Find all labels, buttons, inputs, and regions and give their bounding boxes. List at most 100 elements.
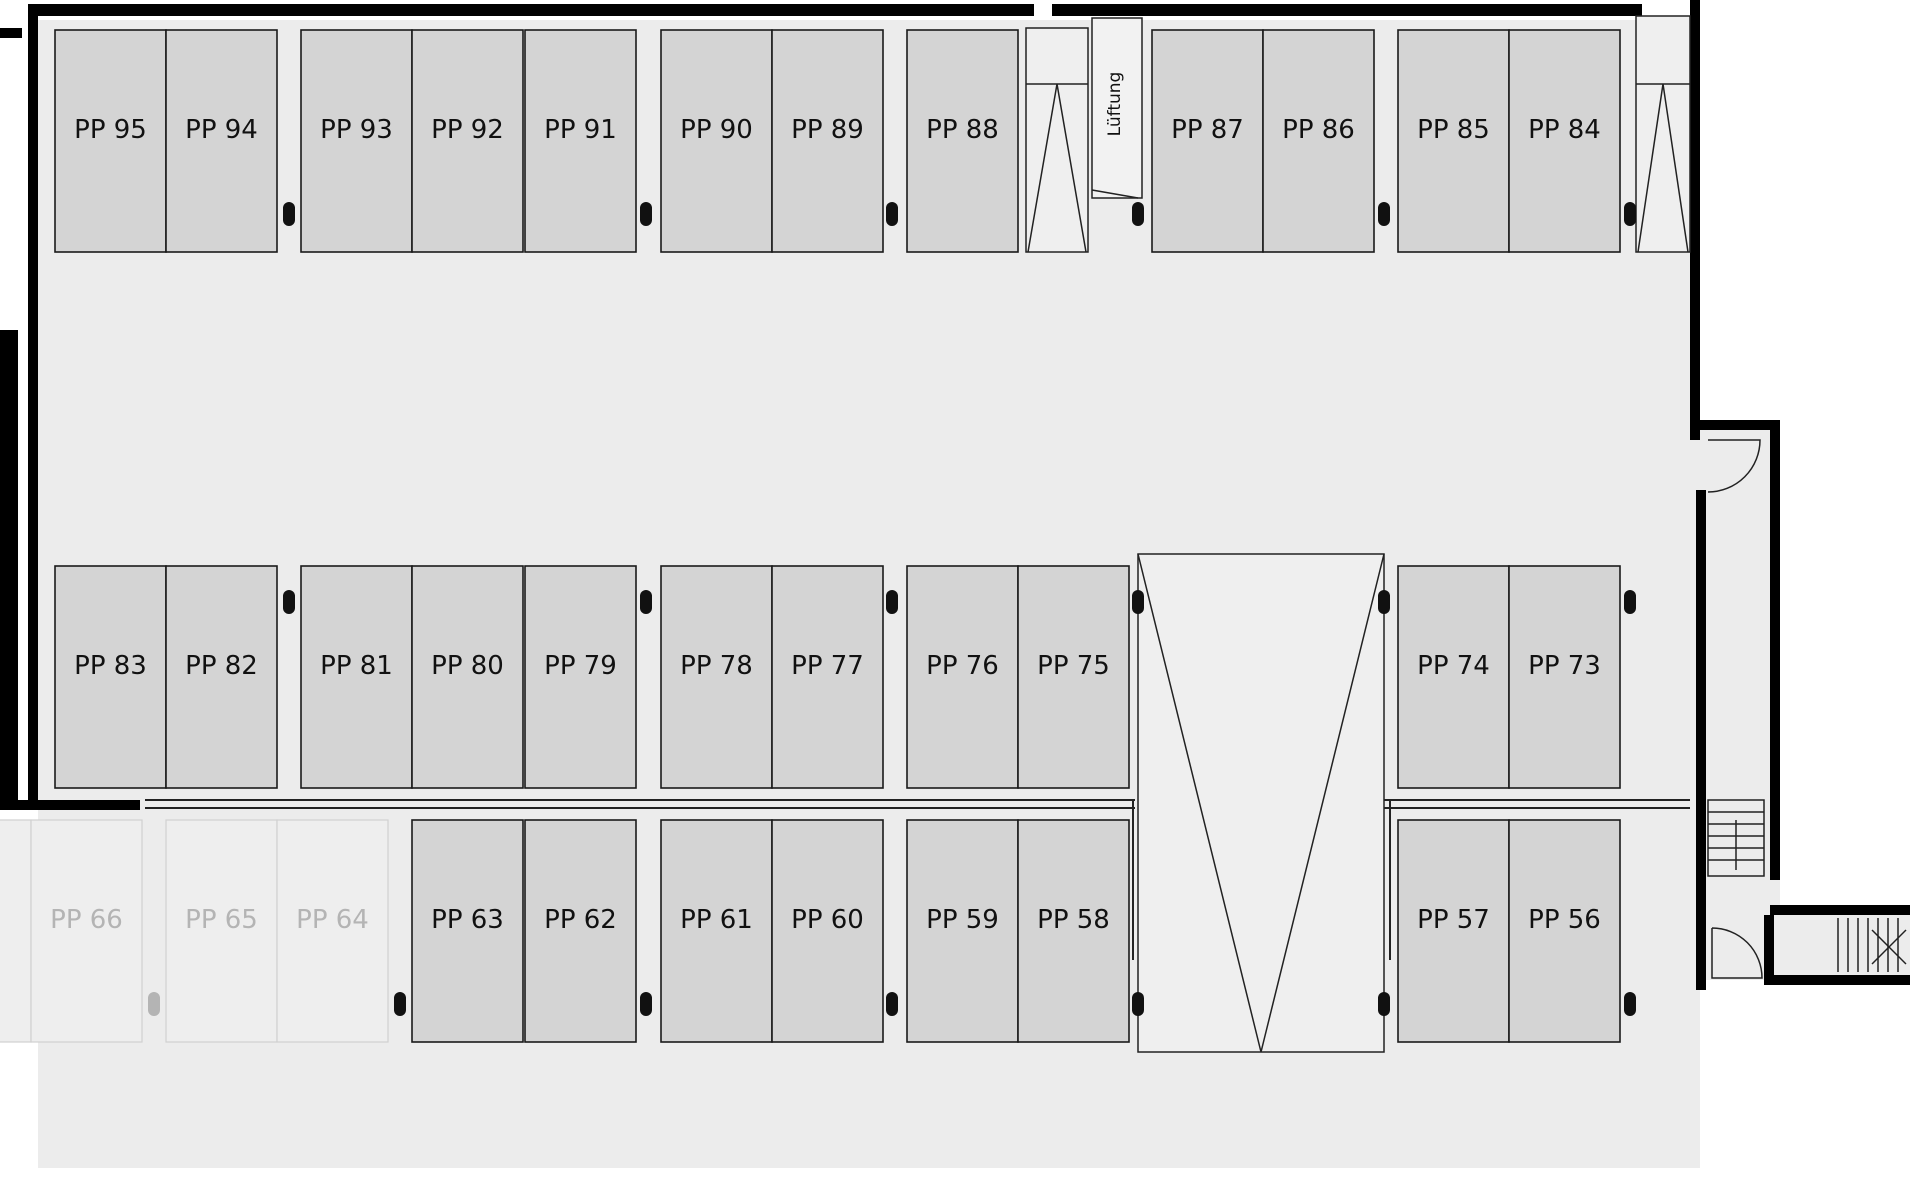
right-annex-wall	[1770, 420, 1780, 880]
parking-space-outline	[411, 565, 524, 789]
parking-space-label: PP 60	[791, 905, 864, 935]
door-lower-right	[1711, 927, 1763, 979]
parking-space-label: PP 81	[320, 651, 393, 681]
parking-space-outline	[660, 819, 773, 1043]
parking-space-outline	[411, 819, 524, 1043]
parking-space-outline	[660, 29, 773, 253]
stair-annex-left	[1764, 915, 1774, 985]
pillar	[886, 202, 898, 226]
shaft-right	[1635, 15, 1691, 253]
parking-space-outline	[1397, 819, 1510, 1043]
parking-space-outline	[1017, 565, 1130, 789]
vent-shaft: Lüftung	[1091, 17, 1143, 199]
parking-space-label: PP 77	[791, 651, 864, 681]
parking-space-outline	[1397, 565, 1510, 789]
parking-space-label: PP 76	[926, 651, 999, 681]
parking-space-pp-80: PP 80	[411, 565, 524, 789]
parking-space-pp-85: PP 85	[1397, 29, 1510, 253]
parking-space-label: PP 80	[431, 651, 504, 681]
parking-space-label: PP 62	[544, 905, 617, 935]
parking-space-pp-93: PP 93	[300, 29, 413, 253]
parking-space-outline	[0, 819, 32, 1043]
parking-space-label: PP 56	[1528, 905, 1601, 935]
left-wall	[28, 4, 38, 810]
vent-label: Lüftung	[1105, 72, 1125, 137]
parking-space-pp-87: PP 87	[1151, 29, 1264, 253]
parking-space-outline	[1508, 819, 1621, 1043]
pillar	[1132, 202, 1144, 226]
parking-space-outline	[30, 819, 143, 1043]
pillar	[1624, 992, 1636, 1016]
parking-space-pp-74: PP 74	[1397, 565, 1510, 789]
stair-annex-floor	[1780, 915, 1910, 985]
parking-space-pp-94: PP 94	[165, 29, 278, 253]
parking-space-label: PP 87	[1171, 115, 1244, 145]
parking-space-pp-66: PP 66	[30, 819, 143, 1043]
parking-space-pp-78: PP 78	[660, 565, 773, 789]
parking-space-pp-76: PP 76	[906, 565, 1019, 789]
parking-space-outline	[660, 565, 773, 789]
parking-space-outline	[54, 565, 167, 789]
parking-space-label: PP 66	[50, 905, 123, 935]
parking-space-outline	[1508, 565, 1621, 789]
pillars	[148, 202, 1636, 1016]
ramp	[1137, 553, 1385, 1053]
parking-space-pp-95: PP 95	[54, 29, 167, 253]
pillar	[1378, 590, 1390, 614]
top-wall-left	[28, 4, 1034, 16]
parking-space-label: PP 92	[431, 115, 504, 145]
parking-space-outline	[1017, 819, 1130, 1043]
top-wall-right	[1086, 4, 1642, 16]
parking-space-label: PP 90	[680, 115, 753, 145]
pillar	[886, 992, 898, 1016]
parking-space-label: PP 93	[320, 115, 393, 145]
parking-space-outline	[524, 819, 637, 1043]
pillar	[640, 590, 652, 614]
pillar	[283, 590, 295, 614]
parking-space-pp-84: PP 84	[1508, 29, 1621, 253]
parking-space-label: PP 64	[296, 905, 369, 935]
parking-space-pp-77: PP 77	[771, 565, 884, 789]
parking-space-pp-57: PP 57	[1397, 819, 1510, 1043]
parking-space-label: PP 89	[791, 115, 864, 145]
parking-space-label: PP 63	[431, 905, 504, 935]
parking-space-outline	[771, 819, 884, 1043]
parking-space-label: PP 74	[1417, 651, 1490, 681]
parking-space-pp-59: PP 59	[906, 819, 1019, 1043]
mid-left-wall	[0, 800, 140, 810]
parking-space-outline	[771, 565, 884, 789]
stair-annex-top	[1770, 905, 1910, 915]
stairs-annex	[1837, 918, 1907, 972]
pillar	[1624, 590, 1636, 614]
parking-space-pp-81: PP 81	[300, 565, 413, 789]
pillar	[640, 992, 652, 1016]
parking-space-outline	[1508, 29, 1621, 253]
parking-space-pp-65: PP 65	[165, 819, 278, 1043]
parking-space-label: PP 73	[1528, 651, 1601, 681]
parking-space-pp-61: PP 61	[660, 819, 773, 1043]
parking-space-pp-82: PP 82	[165, 565, 278, 789]
parking-space-label: PP 95	[74, 115, 147, 145]
top-left-wall-stub	[0, 28, 22, 38]
parking-space-outline	[165, 819, 278, 1043]
parking-space-outline	[524, 29, 637, 253]
parking-space-pp-92: PP 92	[411, 29, 524, 253]
parking-space-label: PP 59	[926, 905, 999, 935]
parking-space-pp-86: PP 86	[1262, 29, 1375, 253]
door-upper-right	[1707, 439, 1761, 493]
left-outer-wall	[0, 330, 18, 800]
parking-space-label: PP 57	[1417, 905, 1490, 935]
right-wall-lower	[1696, 490, 1706, 990]
parking-space-outline	[411, 29, 524, 253]
pillar	[394, 992, 406, 1016]
parking-space-label: PP 91	[544, 115, 617, 145]
parking-space-label: PP 86	[1282, 115, 1355, 145]
parking-space-label: PP 85	[1417, 115, 1490, 145]
shaft-left	[1025, 27, 1089, 253]
pillar	[148, 992, 160, 1016]
pillar	[1132, 992, 1144, 1016]
walls	[0, 0, 1910, 990]
parking-space-pp-58: PP 58	[1017, 819, 1130, 1043]
parking-space-outline	[300, 29, 413, 253]
